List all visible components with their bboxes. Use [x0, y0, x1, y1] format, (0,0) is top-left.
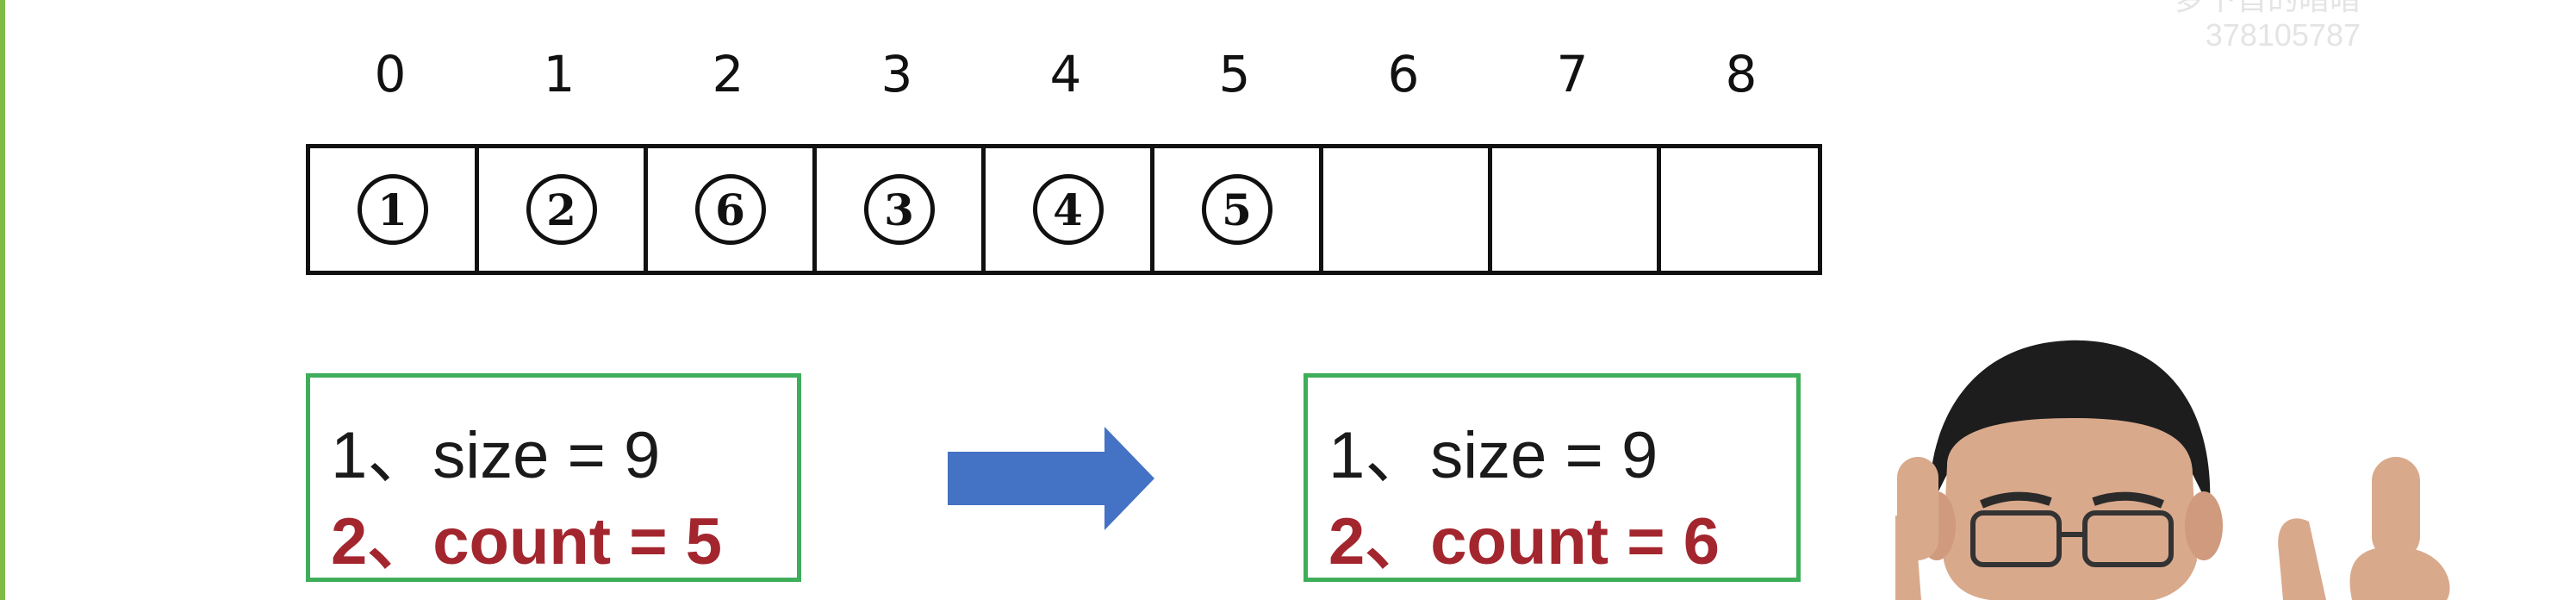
watermark-line-2: 378105787 — [2205, 17, 2361, 53]
size-label: 1、size = 9 — [331, 419, 661, 492]
array-index: 2 — [712, 45, 744, 103]
array-index: 6 — [1387, 45, 1420, 103]
array-cell-empty — [1661, 148, 1826, 271]
watermark: 梦下首的暗暗 378105787 — [2175, 0, 2361, 53]
circled-number: 6 — [694, 174, 766, 245]
array-index: 8 — [1725, 45, 1758, 103]
count-label: 2、count = 6 — [1328, 505, 1720, 578]
watermark-line-1: 梦下首的暗暗 — [2175, 0, 2361, 17]
circled-number: 5 — [1201, 174, 1272, 245]
array-row: 1 2 6 3 4 5 — [306, 144, 1822, 275]
circled-number: 4 — [1032, 174, 1104, 245]
presenter-video-overlay — [1895, 340, 2450, 600]
array-cell: 1 — [310, 148, 479, 271]
array-cell-empty — [1323, 148, 1492, 271]
circled-number: 3 — [863, 174, 935, 245]
after-state-box: 1、size = 9 2、count = 6 — [1304, 373, 1801, 582]
array-index: 0 — [374, 45, 407, 103]
array-index: 1 — [543, 45, 576, 103]
array-cell: 4 — [986, 148, 1154, 271]
array-cell: 6 — [648, 148, 817, 271]
array-index: 7 — [1556, 45, 1589, 103]
size-label: 1、size = 9 — [1328, 419, 1658, 492]
left-edge-bar — [0, 0, 5, 600]
array-cell-empty — [1492, 148, 1661, 271]
count-label: 2、count = 5 — [331, 505, 722, 578]
right-arrow-icon — [948, 427, 1154, 530]
array-index: 4 — [1049, 45, 1082, 103]
array-index: 5 — [1218, 45, 1251, 103]
array-cell: 3 — [817, 148, 986, 271]
array-cell: 2 — [479, 148, 648, 271]
circled-number: 2 — [526, 174, 597, 245]
circled-number: 1 — [357, 174, 428, 245]
array-cell: 5 — [1154, 148, 1323, 271]
array-indices: 0 1 2 3 4 5 6 7 8 — [306, 45, 1826, 114]
before-state-box: 1、size = 9 2、count = 5 — [306, 373, 801, 582]
array-index: 3 — [880, 45, 913, 103]
